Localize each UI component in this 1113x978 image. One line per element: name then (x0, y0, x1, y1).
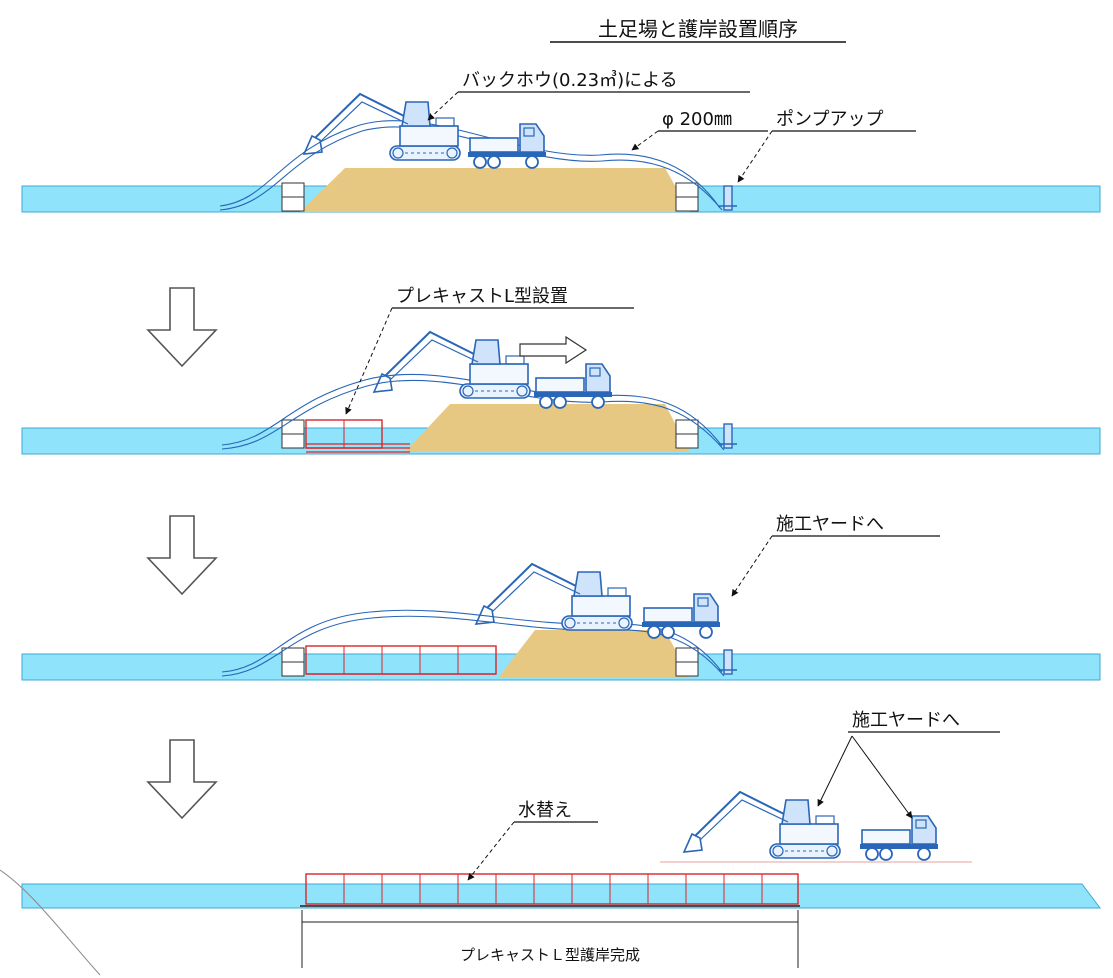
stage-1: バックホウ(0.23㎥)による φ 200㎜ ポンプアップ (21, 70, 1101, 213)
down-arrow-icon (147, 739, 217, 819)
pump-pipe (219, 120, 721, 209)
backhoe (683, 791, 841, 859)
precast-l-wall (305, 873, 799, 905)
complete-label: プレキャストＬ型護岸完成 (460, 946, 640, 964)
stage-2: プレキャストL型設置 (21, 286, 1101, 455)
river-water (21, 883, 1101, 909)
down-arrow-icon (147, 515, 217, 595)
move-arrow-icon (519, 335, 588, 365)
down-arrow-icon (147, 287, 217, 367)
pump-label: ポンプアップ (776, 109, 883, 130)
backhoe (475, 563, 633, 631)
yard-label: 施工ヤードへ (852, 710, 960, 731)
soil-mound (300, 168, 690, 212)
precast-l-wall (305, 419, 410, 453)
diagram-title: 土足場と護岸設置順序 (598, 17, 798, 41)
precast-label: プレキャストL型設置 (396, 286, 568, 307)
yard-label: 施工ヤードへ (776, 514, 884, 535)
backhoe-label: バックホウ(0.23㎥)による (462, 70, 678, 91)
stage-3: 施工ヤードへ (21, 514, 1101, 681)
soil-mound (498, 630, 690, 678)
dump-truck (641, 593, 721, 639)
slope-line (0, 869, 101, 976)
soil-mound (405, 404, 690, 452)
pipe-label: φ 200㎜ (662, 109, 732, 130)
stage-4: プレキャストＬ型護岸完成 施工ヤードへ 水替え (21, 710, 1101, 968)
dump-truck (467, 123, 547, 169)
water-label: 水替え (518, 800, 572, 821)
precast-l-wall (305, 645, 497, 675)
dump-truck (859, 815, 939, 861)
backhoe (373, 331, 531, 399)
